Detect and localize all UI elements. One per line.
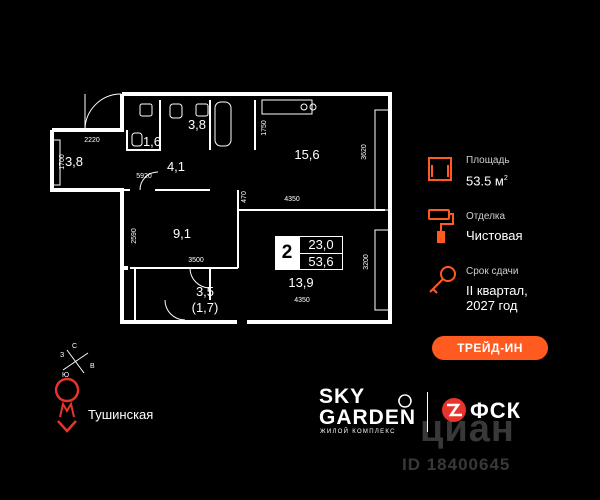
badge-living-area: 23,0: [308, 237, 334, 252]
brand-fsk: ФСК: [470, 398, 522, 423]
watermark-id: ID 18400645: [402, 455, 511, 474]
dim-1750: 1750: [261, 120, 268, 136]
fixtures: [131, 99, 317, 147]
dim-1700: 1700: [59, 154, 66, 170]
badge-total-area: 53,6: [308, 254, 334, 269]
exterior-walls: [50, 92, 392, 324]
interior-walls: [122, 100, 385, 322]
dim-2590: 2590: [131, 228, 138, 244]
paint-roller-icon: [428, 209, 454, 243]
compass-east-label: В: [90, 363, 95, 370]
compass-north-label: С: [72, 343, 77, 350]
dim-3500: 3500: [188, 257, 204, 264]
area-icon: [428, 157, 452, 181]
compass-west-label: З: [60, 352, 64, 359]
room-area-kitchen: 15,6: [294, 147, 319, 162]
deadline-line2: 2027 год: [466, 298, 518, 313]
brand-subtitle: ЖИЛОЙ КОМПЛЕКС: [320, 429, 396, 435]
rooms-count-badge: 2: [275, 236, 299, 270]
windows: [51, 109, 391, 323]
watermark-name: циан: [420, 408, 515, 450]
room-area-hall: 4,1: [167, 159, 185, 174]
trade-in-button[interactable]: ТРЕЙД-ИН: [432, 336, 548, 360]
brand-sky: SKY: [319, 385, 366, 408]
brand-divider: [427, 392, 428, 432]
dim-3200: 3200: [363, 254, 370, 270]
room-area-loggia: 3,8: [65, 154, 83, 169]
brand-garden: GARDEN: [319, 406, 417, 429]
area-label: Площадь: [466, 155, 510, 166]
deadline-label: Срок сдачи: [466, 266, 519, 277]
finish-value: Чистовая: [466, 228, 523, 243]
compass-icon: [62, 349, 89, 374]
compass-south-label: Ю: [62, 372, 69, 379]
dim-470: 470: [241, 191, 248, 203]
location-pin-icon: [398, 394, 412, 408]
room-area-storage-sub: (1,7): [192, 300, 219, 315]
dim-4350-bottom: 4350: [294, 297, 310, 304]
door-swings: [84, 93, 211, 321]
area-unit-sup: 2: [503, 175, 508, 182]
metro-m-icon: [54, 377, 80, 433]
room-area-bathroom-large: 3,8: [188, 117, 206, 132]
dim-3620: 3620: [361, 144, 368, 160]
area-badge: 23,0 53,6: [299, 236, 343, 270]
deadline-line1: II квартал,: [466, 283, 528, 298]
room-area-bedroom: 9,1: [173, 226, 191, 241]
dim-5920: 5920: [136, 173, 152, 180]
dim-2220: 2220: [84, 137, 100, 144]
badge-divider: [300, 253, 342, 254]
area-value-text: 53.5 м: [466, 173, 504, 189]
room-area-storage: 3,5: [196, 284, 214, 299]
room-area-living: 13,9: [288, 275, 313, 290]
finish-label: Отделка: [466, 211, 506, 222]
room-area-bathroom-small: 1,6: [143, 134, 161, 149]
fsk-logo-icon: [442, 398, 466, 422]
dim-4350-top: 4350: [284, 196, 300, 203]
key-icon: [429, 266, 456, 294]
area-value: 53.5 м2: [466, 171, 508, 188]
metro-station-label: Тушинская: [88, 407, 154, 422]
